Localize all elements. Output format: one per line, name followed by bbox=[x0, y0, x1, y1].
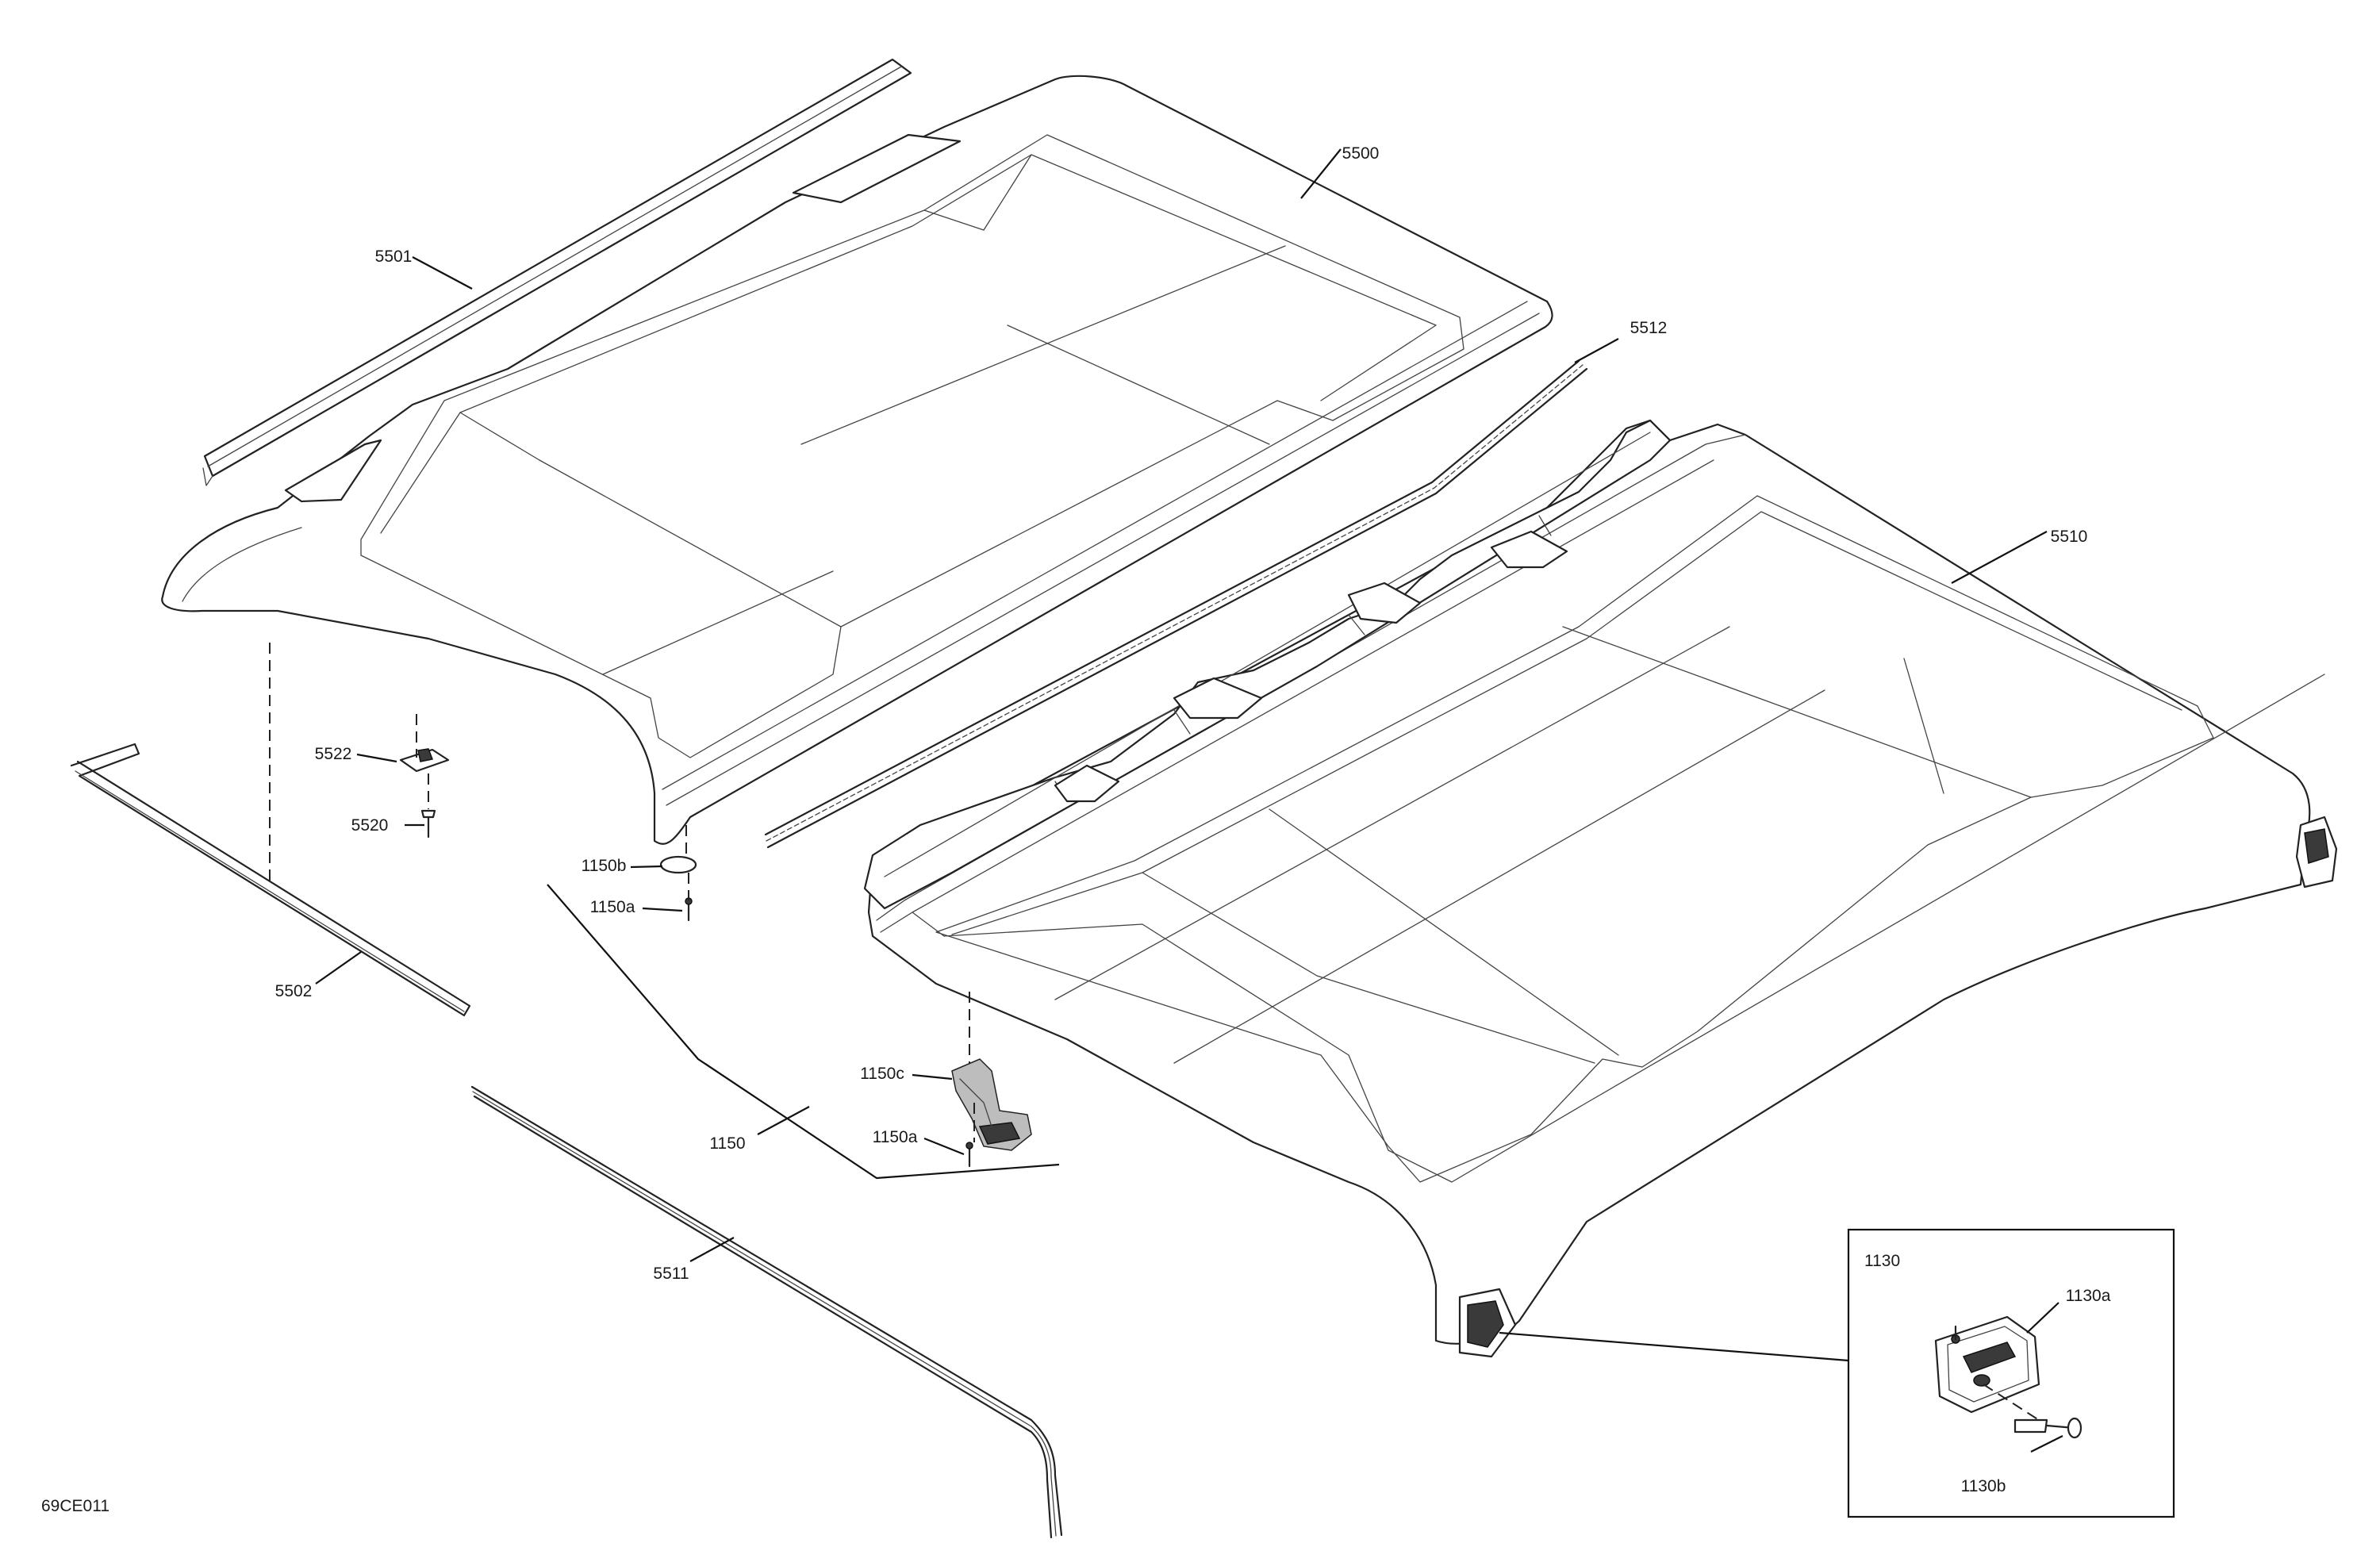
part-5501-rail bbox=[202, 58, 912, 486]
diagram-code: 69CE011 bbox=[41, 1497, 109, 1515]
label-1130b: 1130b bbox=[1961, 1477, 2006, 1495]
label-1150b: 1150b bbox=[582, 857, 627, 875]
label-5511: 5511 bbox=[653, 1265, 689, 1283]
label-5510: 5510 bbox=[2051, 528, 2088, 546]
part-1130-light-fixture bbox=[1934, 1315, 2040, 1414]
part-5512-seal bbox=[764, 359, 1588, 849]
part-1150a-screw-2 bbox=[965, 1142, 973, 1168]
part-labels: 5501 5500 5512 5510 5522 5520 1150b 1150… bbox=[41, 144, 2111, 1515]
label-1150c: 1150c bbox=[860, 1065, 904, 1083]
label-5520: 5520 bbox=[351, 816, 389, 835]
label-1130a: 1130a bbox=[2066, 1287, 2111, 1305]
label-1130: 1130 bbox=[1864, 1252, 1900, 1270]
assembly-lines bbox=[269, 643, 975, 1142]
part-1130b-screw bbox=[2013, 1417, 2082, 1439]
label-1150a-2: 1150a bbox=[873, 1128, 918, 1146]
part-5502-seal bbox=[70, 743, 471, 1017]
part-5522-nut bbox=[399, 748, 450, 773]
label-5512: 5512 bbox=[1630, 319, 1668, 337]
label-5522: 5522 bbox=[315, 745, 352, 763]
label-1150: 1150 bbox=[709, 1134, 745, 1153]
part-1150a-screw-1 bbox=[685, 897, 693, 922]
part-5500-front-roof bbox=[161, 75, 1553, 845]
part-1150b-washer bbox=[659, 855, 697, 874]
part-1150-bracket bbox=[951, 1058, 1032, 1151]
part-5511-seal bbox=[470, 1085, 1063, 1539]
part-5510-rear-roof bbox=[863, 419, 2338, 1358]
detail-box-1130 bbox=[1847, 1228, 2175, 1518]
label-5500: 5500 bbox=[1342, 144, 1380, 163]
label-5501: 5501 bbox=[375, 248, 413, 266]
part-5520-screw bbox=[420, 809, 436, 839]
leader-lines bbox=[315, 148, 2048, 1362]
label-1150a-1: 1150a bbox=[590, 898, 635, 916]
label-5502: 5502 bbox=[275, 982, 313, 1000]
